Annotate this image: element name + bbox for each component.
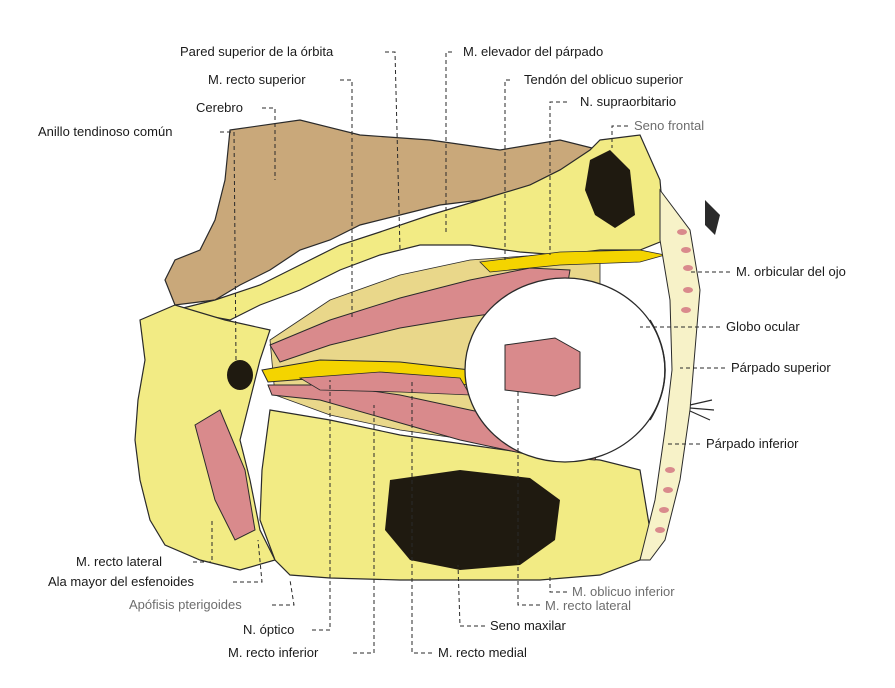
label-orbicular: M. orbicular del ojo (736, 264, 846, 279)
label-recto-lateral-left: M. recto lateral (76, 554, 162, 569)
label-parpado-inferior: Párpado inferior (706, 436, 799, 451)
label-seno-maxilar: Seno maxilar (490, 618, 566, 633)
label-recto-medial: M. recto medial (438, 645, 527, 660)
orbit-roof-bone (174, 134, 666, 321)
label-cerebro: Cerebro (196, 100, 243, 115)
label-seno-frontal: Seno frontal (634, 118, 705, 133)
leader-lines (193, 51, 730, 654)
label-elevador: M. elevador del párpado (463, 44, 604, 59)
lateral-rectus-muscle-left (194, 409, 256, 541)
label-globo: Globo ocular (726, 319, 800, 334)
label-recto-inferior: M. recto inferior (228, 645, 319, 660)
label-recto-superior: M. recto superior (208, 72, 306, 87)
brain-tissue (164, 119, 601, 306)
label-oblicuo-inferior: M. oblicuo inferior (572, 584, 675, 599)
eyebrow (705, 200, 720, 235)
label-tendon-oblicuo: Tendón del oblicuo superior (524, 72, 683, 87)
label-apofisis: Apófisis pterigoides (129, 597, 242, 612)
orbicularis-fibers (655, 229, 693, 533)
label-pared-superior: Pared superior de la órbita (180, 44, 334, 59)
cornea (649, 319, 666, 421)
label-optico: N. óptico (243, 622, 295, 637)
label-supraorbitario: N. supraorbitario (580, 94, 677, 109)
annulus-opening (227, 360, 253, 390)
frontal-sinus-cavity (585, 150, 635, 228)
eyelashes (689, 399, 715, 421)
maxillary-sinus-cavity (385, 470, 560, 570)
label-parpado-superior: Párpado superior (731, 360, 831, 375)
label-anillo: Anillo tendinoso común (38, 124, 173, 139)
label-recto-lateral-right: M. recto lateral (545, 598, 631, 613)
superior-oblique-tendon (479, 249, 666, 273)
label-ala-mayor: Ala mayor del esfenoides (48, 574, 194, 589)
eyelid-skin (639, 188, 701, 561)
globe-lateral-rectus (504, 337, 581, 397)
